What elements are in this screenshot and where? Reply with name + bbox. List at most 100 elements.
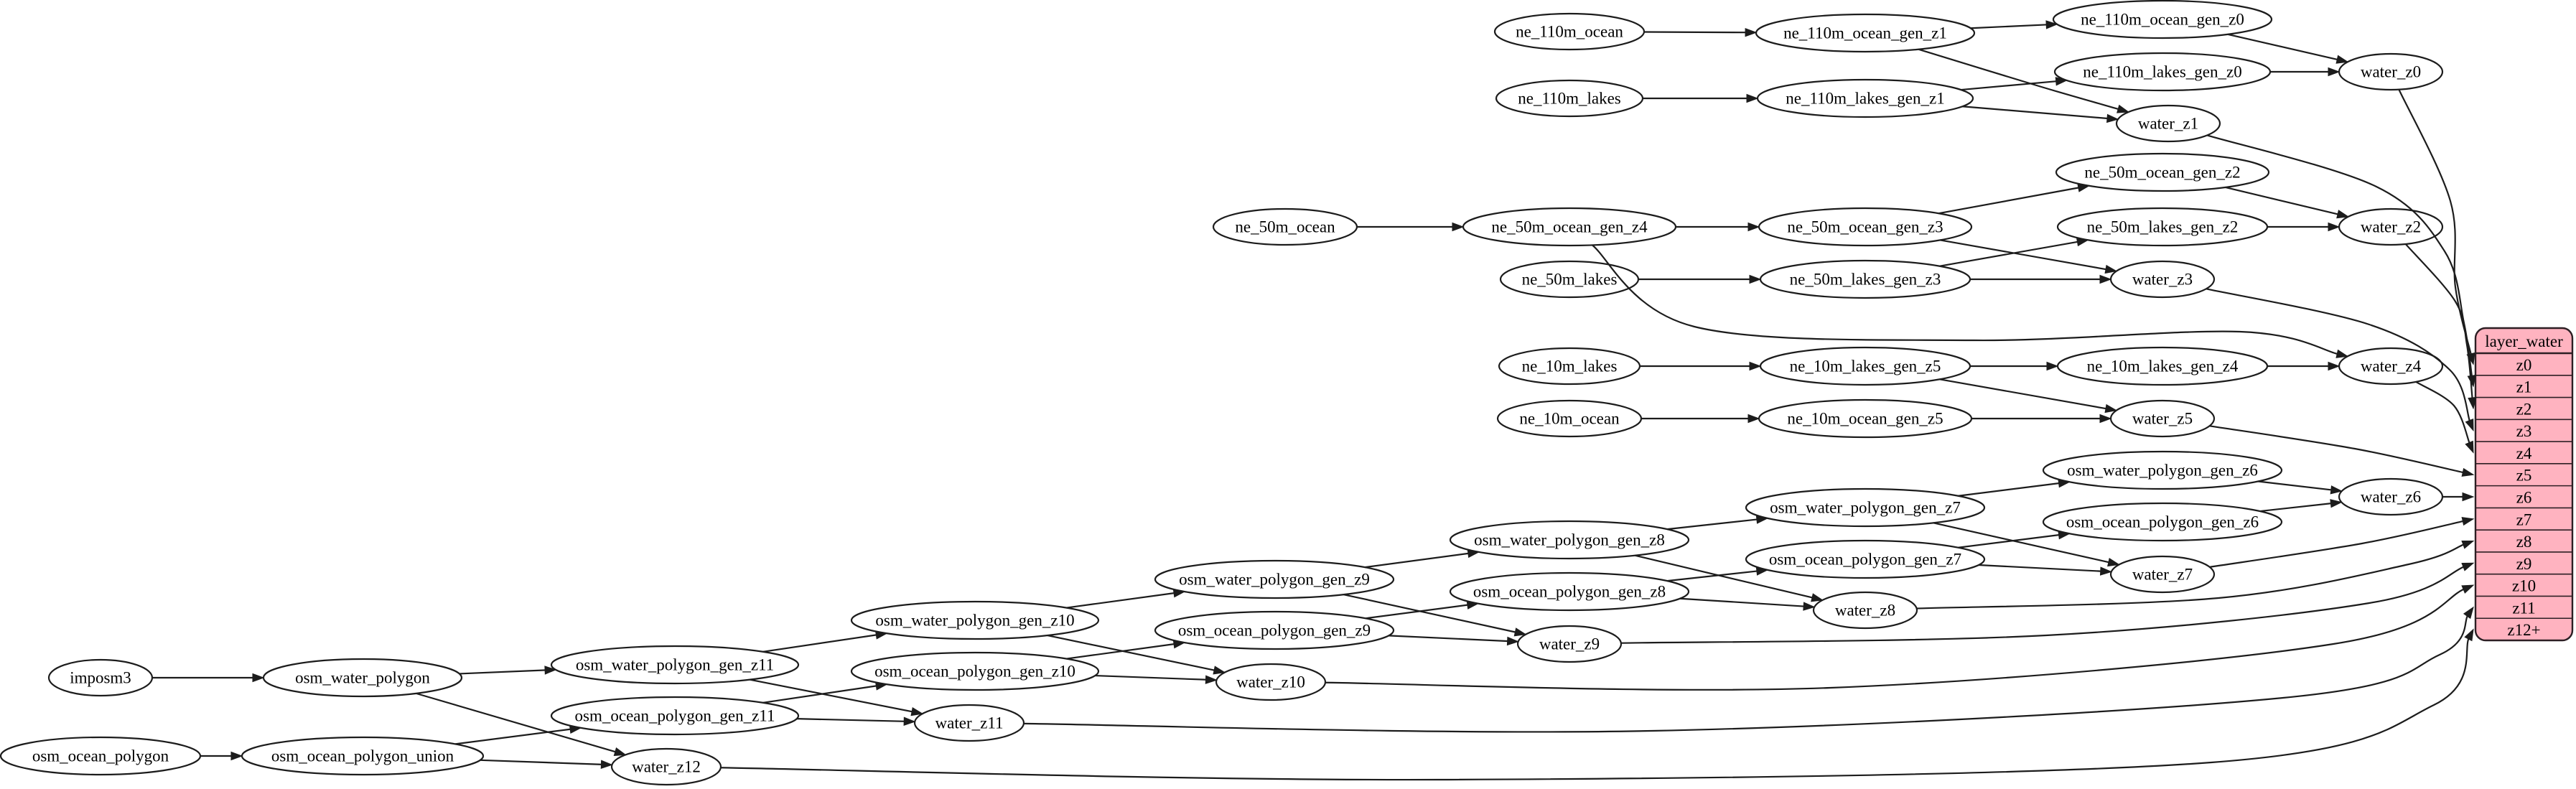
node-label: ne_50m_lakes_gen_z3 [1790,271,1941,289]
node-ellipse [1449,571,1690,612]
edge-water_z2-layer_water-z2 [2404,243,2473,400]
node-osm_water_polygon_gen_z8: osm_water_polygon_gen_z8 [1449,520,1690,560]
node-water_z6: water_z6 [2338,477,2444,516]
node-osm_ocean_polygon_gen_z11: osm_ocean_polygon_gen_z11 [550,696,800,736]
edge-osm_ocean_polygon_gen_z11-osm_ocean_polygon_gen_z10 [762,685,878,704]
edge-ne_110m_lakes_gen_z1-ne_110m_lakes_gen_z0 [1961,80,2058,91]
edge-ne_50m_lakes-ne_50m_lakes_gen_z3-arrowhead-icon [1749,274,1762,284]
node-label: water_z3 [2132,271,2193,289]
edge-water_z7-layer_water-z7 [2209,520,2465,568]
edge-osm_ocean_polygon_gen_z6-water_z6 [2259,502,2333,513]
node-water_z11: water_z11 [913,704,1025,742]
edge-water_z4-layer_water-z4-arrowhead-icon [2465,440,2474,454]
edge-ne_110m_ocean-ne_110m_ocean_gen_z1-arrowhead-icon [1745,27,1758,37]
edge-water_z3-layer_water-z3 [2206,288,2471,422]
node-water_z12: water_z12 [610,747,722,786]
node-ellipse [850,600,1100,640]
edge-osm_water_polygon_gen_z8-osm_water_polygon_gen_z7-arrowhead-icon [1755,515,1769,524]
node-label: water_z4 [2361,358,2422,375]
table-row-label: z0 [2516,356,2532,374]
node-osm_water_polygon_gen_z6: osm_water_polygon_gen_z6 [2042,450,2283,490]
table-row-label: z7 [2516,510,2532,528]
edge-water_z12-layer_water-z12+-arrowhead-icon [2464,628,2474,642]
node-ne_110m_ocean_gen_z1: ne_110m_ocean_gen_z1 [1755,13,1976,53]
edge-ne_110m_ocean_gen_z1-water_z1-arrowhead-icon [2117,104,2130,113]
node-ellipse [1449,520,1690,560]
node-label: water_z8 [1835,602,1895,620]
node-osm_ocean_polygon_gen_z8: osm_ocean_polygon_gen_z8 [1449,571,1690,612]
node-label: water_z12 [632,758,701,776]
edge-osm_water_polygon_gen_z8-water_z8-arrowhead-icon [1811,593,1824,602]
node-label: water_z2 [2361,218,2421,236]
edge-osm_ocean_polygon_gen_z10-water_z10-arrowhead-icon [1205,675,1218,684]
edge-water_z5-layer_water-z5-arrowhead-icon [2461,467,2475,477]
edge-water_z11-layer_water-z11 [1023,614,2469,733]
node-ne_10m_lakes_gen_z4: ne_10m_lakes_gen_z4 [2056,346,2269,386]
node-ne_50m_ocean_gen_z2: ne_50m_ocean_gen_z2 [2055,152,2270,192]
edge-osm_water_polygon_gen_z10-water_z10-arrowhead-icon [1213,666,1226,675]
node-ellipse [2109,555,2216,594]
edge-ne_10m_lakes_gen_z5-water_z5-arrowhead-icon [2104,403,2118,414]
node-ne_50m_lakes_gen_z2: ne_50m_lakes_gen_z2 [2056,207,2269,247]
node-water_z10: water_z10 [1215,663,1327,701]
edge-osm_water_polygon_gen_z10-osm_water_polygon_gen_z9 [1066,592,1176,609]
edge-ne_110m_ocean_gen_z1-ne_110m_ocean_gen_z0 [1970,24,2048,29]
edge-osm_water_polygon-water_z12-arrowhead-icon [613,747,627,756]
node-label: osm_water_polygon_gen_z8 [1474,531,1665,549]
node-water_z9: water_z9 [1516,625,1623,663]
node-label: ne_50m_ocean_gen_z3 [1787,218,1943,236]
edge-ne_10m_ocean_gen_z5-water_z5-arrowhead-icon [2099,414,2112,424]
edge-osm_water_polygon_gen_z10-osm_water_polygon_gen_z9-arrowhead-icon [1172,589,1186,598]
node-label: osm_ocean_polygon_gen_z9 [1178,622,1371,640]
node-label: osm_water_polygon_gen_z6 [2067,462,2258,480]
node-label: ne_10m_lakes_gen_z4 [2087,358,2239,375]
table-row-label: z1 [2516,378,2532,396]
edge-ne_10m_lakes_gen_z4-water_z4-arrowhead-icon [2328,361,2341,371]
edge-imposm3-osm_water_polygon-arrowhead-icon [252,673,265,683]
edge-osm_ocean_polygon_gen_z9-osm_ocean_polygon_gen_z8-arrowhead-icon [1466,600,1480,610]
edge-osm_ocean_polygon_gen_z8-water_z8 [1679,597,1806,607]
node-ellipse [2052,0,2273,39]
node-ellipse [1812,591,1918,630]
node-ne_110m_lakes_gen_z1: ne_110m_lakes_gen_z1 [1756,78,1974,118]
edge-ne_50m_ocean_gen_z4-water_z4 [1592,244,2339,355]
table-header: layer_water [2485,332,2563,350]
node-label: ne_50m_ocean_gen_z4 [1491,218,1648,236]
node-label: ne_50m_ocean_gen_z2 [2084,164,2240,182]
node-label: water_z5 [2132,410,2193,428]
edge-osm_water_polygon_gen_z7-osm_water_polygon_gen_z6 [1958,482,2061,497]
edge-osm_ocean_polygon_gen_z10-osm_ocean_polygon_gen_z9 [1066,643,1176,660]
node-label: ne_50m_lakes [1522,271,1618,289]
node-label: imposm3 [70,669,131,687]
edge-osm_water_polygon_gen_z11-water_z11 [750,678,914,713]
edge-osm_ocean_polygon_union-osm_ocean_polygon_gen_z11-arrowhead-icon [569,724,582,734]
edge-water_z7-layer_water-z7-arrowhead-icon [2461,517,2475,526]
edge-osm_ocean_polygon_gen_z10-osm_ocean_polygon_gen_z9-arrowhead-icon [1172,640,1186,649]
node-ne_10m_ocean_gen_z5: ne_10m_ocean_gen_z5 [1758,398,1973,439]
node-osm_water_polygon_gen_z10: osm_water_polygon_gen_z10 [850,600,1100,640]
node-label: ne_110m_ocean [1516,23,1623,41]
node-label: ne_110m_ocean_gen_z1 [1783,24,1947,42]
node-water_z2: water_z2 [2338,207,2444,246]
node-label: ne_110m_ocean_gen_z0 [2081,11,2244,29]
node-water_z7: water_z7 [2109,555,2216,594]
edge-osm_ocean_polygon_gen_z11-osm_ocean_polygon_gen_z10-arrowhead-icon [874,681,888,691]
edge-osm_ocean_polygon_gen_z6-water_z6-arrowhead-icon [2330,499,2343,508]
edge-ne_10m_ocean-ne_10m_ocean_gen_z5-arrowhead-icon [1747,414,1760,424]
edge-ne_50m_lakes_gen_z2-water_z2-arrowhead-icon [2328,222,2341,232]
edge-ne_50m_ocean_gen_z3-ne_50m_ocean_gen_z2 [1938,187,2081,215]
node-label: water_z1 [2138,115,2198,133]
node-ellipse [550,645,800,685]
edge-ne_10m_lakes-ne_10m_lakes_gen_z5-arrowhead-icon [1749,361,1762,371]
edge-osm_water_polygon-osm_water_polygon_gen_z11 [459,669,547,675]
edge-ne_50m_ocean_gen_z2-water_z2 [2225,186,2340,215]
edge-osm_ocean_polygon_gen_z9-water_z9-arrowhead-icon [1506,636,1520,646]
node-label: osm_ocean_polygon_union [271,747,454,765]
node-ne_110m_lakes_gen_z0: ne_110m_lakes_gen_z0 [2053,52,2272,92]
edge-water_z10-layer_water-z10-arrowhead-icon [2461,584,2475,594]
node-ellipse [1755,13,1976,53]
node-label: osm_ocean_polygon_gen_z7 [1769,551,1961,569]
node-label: water_z6 [2361,488,2421,506]
edge-osm_water_polygon_gen_z9-water_z9-arrowhead-icon [1513,627,1527,637]
